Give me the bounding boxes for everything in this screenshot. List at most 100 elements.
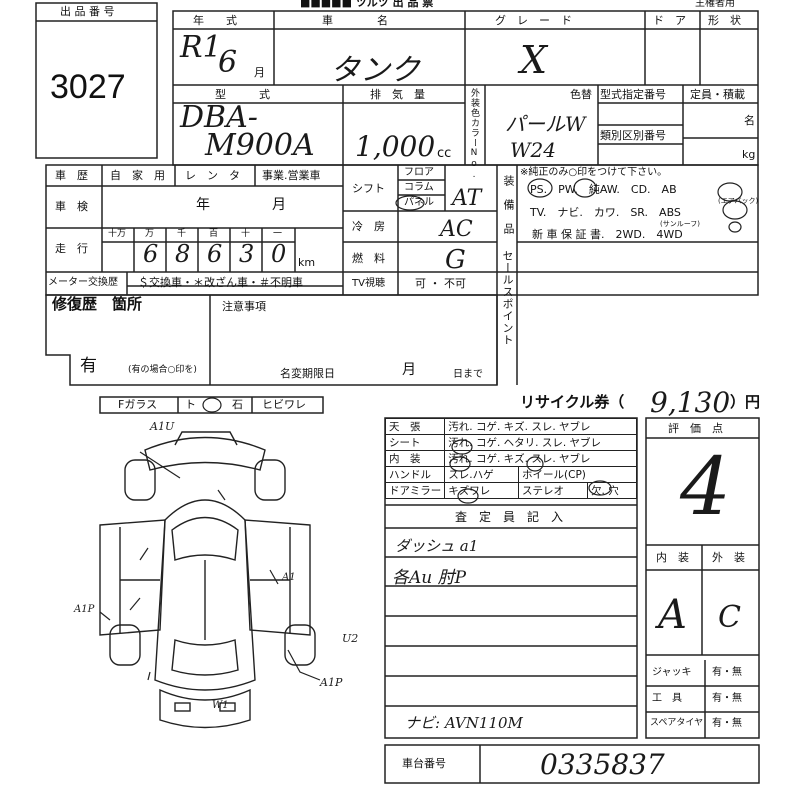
digit-label-100k: 十万 (108, 229, 127, 239)
damage-note-side: A1 (282, 572, 296, 583)
capacity-label: 定員・積載 (690, 88, 745, 101)
equipment-airbag-note: (エアバック) (718, 197, 759, 205)
mileage-digit-1: 0 (271, 240, 287, 268)
equipment-sunroof-note: (サンルーフ) (660, 220, 701, 228)
rating-value: 4 (680, 440, 731, 533)
digit-label-1: 一 (273, 229, 283, 239)
year-label: 年 式 (193, 14, 237, 27)
fuel-label: 燃 料 (352, 252, 385, 265)
repair-yes-note: (有の場合○印を) (128, 365, 197, 375)
damage-note-right-rear: A1P (320, 676, 343, 689)
inspection-month-unit: 月 (272, 197, 286, 213)
rating-label: 評 価 点 (668, 422, 723, 435)
table-row: 内 装 汚れ. コゲ. キズ. スレ. ヤブレ (384, 450, 637, 467)
missing-label: 欠. 穴 (587, 482, 637, 499)
interior-condition-table: 天 張 汚れ. コゲ. キズ. スレ. ヤブレ シート 汚れ. コゲ. ヘタリ.… (384, 418, 637, 499)
month-value: 6 (218, 45, 238, 80)
lot-number: 3027 (50, 68, 126, 106)
interior-rating-label: 内 装 (656, 551, 689, 564)
damage-note-right: U2 (342, 632, 359, 645)
notes-label: 注意事項 (222, 300, 266, 313)
color-change-label: 色替 (570, 88, 592, 101)
mileage-digit-1k: 8 (175, 240, 191, 268)
meter-change-options: ＄交換車・＊改ざん車・＃不明車 (138, 276, 303, 289)
interior-rating-value: A (658, 592, 687, 638)
mileage-digit-100: 6 (207, 240, 223, 268)
fuel-value: G (445, 245, 466, 275)
tv-label: TV視聴 (352, 278, 385, 289)
recycle-value: 9,130 (650, 386, 731, 419)
glass-option-stone: 石 (232, 398, 243, 411)
grade-value: X (520, 38, 548, 82)
table-row: ドアミラー キズワレ ステレオ 欠. 穴 (384, 482, 637, 499)
mileage-label: 走 行 (55, 242, 88, 255)
deadline-label: 名変期限日 (280, 367, 335, 380)
sales-point-label: セールスポイント (501, 250, 514, 346)
equipment-label: 装 備 品 (502, 175, 515, 235)
model-value: M900A (205, 128, 315, 163)
damage-note-left: A1P (74, 604, 95, 615)
repair-yes: 有 (80, 356, 97, 376)
handle-text: スレ.ハゲ (444, 466, 520, 483)
inspection-label: 車 検 (55, 200, 88, 213)
deadline-month-unit: 月 (402, 362, 416, 378)
shift-value: AT (452, 186, 482, 211)
color-code-value: W24 (510, 138, 557, 162)
category-label: 類別区別番号 (600, 129, 666, 142)
mirror-text: キズワレ (444, 482, 520, 499)
exterior-rating-label: 外 装 (712, 551, 745, 564)
tool-label: 工 具 (652, 693, 682, 704)
car-name-value: タンク (330, 53, 420, 88)
recycle-label: リサイクル券（ (520, 393, 625, 411)
inspector-note-2: 各Au 肘Р (392, 568, 467, 588)
exterior-rating-value: C (718, 600, 741, 635)
shift-label: シフト (352, 182, 385, 195)
exterior-color-label: 外装色カラーNo. (469, 88, 479, 181)
month-unit: 月 (254, 66, 265, 79)
table-row: シート 汚れ. コゲ. ヘタリ. スレ. ヤブレ (384, 434, 637, 451)
mirror-label: ドアミラー (384, 482, 446, 499)
recycle-unit: ）円 (730, 393, 761, 411)
rental-option: レ ン タ (185, 169, 240, 182)
inspector-note-3: ナビ: AVN110M (405, 714, 523, 732)
shift-floor: フロア (404, 167, 434, 178)
meter-change-label: メーター交換歴 (48, 277, 118, 288)
form-title: ■■■■■ ツルツ 出 品 票 (300, 0, 434, 9)
table-row: ハンドル スレ.ハゲ ホイール(CP) (384, 466, 637, 483)
color-value: パールW (505, 112, 586, 136)
shape-label: 形 状 (708, 14, 741, 27)
damage-note-rear: W1 (212, 700, 229, 711)
displacement-label: 排 気 量 (370, 88, 425, 101)
model-value-prefix: DBA- (180, 100, 258, 135)
digit-label-100: 百 (209, 229, 219, 239)
chassis-number: 0335837 (540, 748, 665, 781)
spare-tire-label: スペアタイヤ (650, 718, 704, 728)
type-designation-label: 型式指定番号 (600, 88, 666, 101)
door-label: ド ア (653, 14, 686, 27)
inspector-label: 査 定 員 記 入 (455, 510, 564, 524)
damage-note-top: A1U (150, 420, 175, 433)
condition-label: 内 装 (384, 450, 446, 467)
digit-label-1k: 千 (177, 229, 187, 239)
digit-label-10: 十 (241, 229, 251, 239)
equipment-row-1: PS. PW. 純AW. CD. AB (530, 183, 677, 196)
shift-column: コラム (404, 182, 434, 193)
condition-text: 汚れ. コゲ. ヘタリ. スレ. ヤブレ (444, 434, 637, 451)
condition-label: 天 張 (384, 418, 446, 435)
front-glass-label: Fガラス (118, 398, 158, 411)
ac-value: AC (440, 217, 473, 242)
condition-text: 汚れ. コゲ. キズ. スレ. ヤブレ (444, 450, 637, 467)
chassis-label: 車台番号 (402, 757, 446, 770)
car-diagram (99, 431, 316, 729)
private-use-option: 自 家 用 (110, 169, 165, 182)
car-name-label: 車 名 (322, 14, 388, 27)
inspection-year-unit: 年 (196, 197, 210, 213)
jack-label: ジャッキ (652, 667, 692, 678)
history-label: 車 歴 (55, 169, 88, 182)
kg-unit: kg (742, 148, 756, 161)
displacement-unit: cc (437, 146, 452, 161)
lot-number-label: 出 品 番 号 (60, 5, 115, 18)
tv-options: 可 ・ 不可 (415, 277, 466, 290)
repair-history-label: 修復歴 箇所 (52, 295, 143, 313)
